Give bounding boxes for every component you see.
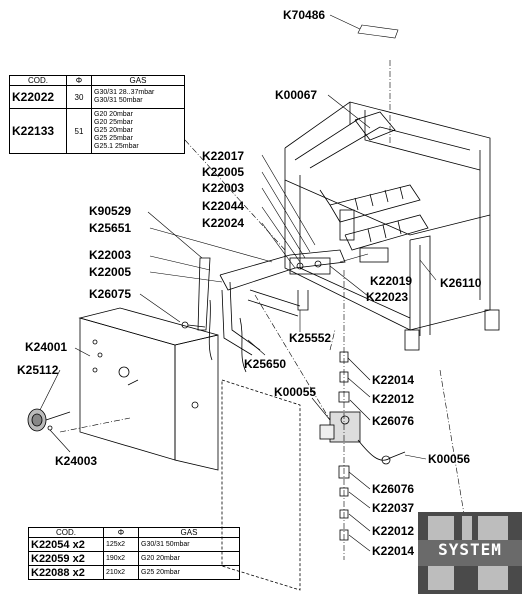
logo-band — [418, 540, 522, 566]
row-phi: 30 — [66, 85, 92, 109]
callout-k26110: K26110 — [440, 276, 482, 290]
callout-k26075: K26075 — [89, 287, 132, 301]
callout-k25112: K25112 — [17, 363, 59, 377]
logo-block — [428, 564, 454, 590]
callout-k22019: K22019 — [370, 274, 413, 288]
header-code: COD. — [9, 75, 67, 86]
gas-line: G30/31 50mbar — [94, 97, 143, 104]
gas-line: G25 25mbar — [94, 135, 133, 142]
row-code: K22059 x2 — [28, 551, 104, 566]
header-phi: Φ — [66, 75, 92, 86]
header-gas: GAS — [91, 75, 185, 86]
system-logo — [418, 512, 522, 594]
cabinet-frame — [284, 101, 500, 351]
table-header-row: COD. Φ GAS — [9, 75, 185, 86]
callout-k22044: K22044 — [202, 199, 245, 213]
logo-block — [428, 516, 454, 544]
burner-tubes — [319, 111, 429, 263]
callout-k26076-bottom: K26076 — [372, 482, 415, 496]
gas-line: G25.1 25mbar — [94, 143, 139, 150]
row-code: K22054 x2 — [28, 537, 104, 552]
table-row: K22059 x2 190x2 G20 20mbar — [28, 551, 240, 566]
callout-k22017: K22017 — [202, 149, 245, 163]
row-code: K22088 x2 — [28, 565, 104, 580]
callout-k22005-top: K22005 — [202, 165, 245, 179]
thermocouple-leads — [181, 257, 247, 373]
injector-code-table: COD. Φ GAS K22054 x2 125x2 G30/31 50mbar… — [28, 527, 240, 580]
gas-manifold — [219, 249, 346, 356]
callout-k22014-top: K22014 — [372, 373, 415, 387]
callout-k22023: K22023 — [366, 290, 409, 304]
row-phi: 210x2 — [103, 565, 139, 580]
callout-k22012-top: K22012 — [372, 392, 415, 406]
row-gas: G20 20mbar G20 25mbar G25 20mbar G25 25m… — [91, 108, 185, 154]
table-row: K22022 30 G30/31 28..37mbar G30/31 50mba… — [9, 85, 185, 109]
logo-block — [478, 516, 508, 544]
callout-k25650: K25650 — [244, 357, 287, 371]
control-knob — [27, 408, 71, 432]
callout-k22037: K22037 — [372, 501, 415, 515]
callout-k22003-top: K22003 — [202, 181, 245, 195]
row-phi: 51 — [66, 108, 92, 154]
row-phi: 125x2 — [103, 537, 139, 552]
row-gas: G20 20mbar — [138, 551, 240, 566]
table-header-row: COD. Φ GAS — [28, 527, 240, 538]
table-row: K22054 x2 125x2 G30/31 50mbar — [28, 537, 240, 552]
header-code: COD. — [28, 527, 104, 538]
callout-k00067: K00067 — [275, 88, 318, 102]
row-phi: 190x2 — [103, 551, 139, 566]
row-gas: G30/31 50mbar — [138, 537, 240, 552]
callout-k24003: K24003 — [55, 454, 98, 468]
callout-k22012-bottom: K22012 — [372, 524, 415, 538]
callout-k22005-left: K22005 — [89, 265, 132, 279]
table-row: K22088 x2 210x2 G25 20mbar — [28, 565, 240, 580]
leader-lines — [39, 14, 437, 552]
callout-k25651: K25651 — [89, 221, 132, 235]
callout-k70486: K70486 — [283, 8, 326, 22]
header-gas: GAS — [138, 527, 240, 538]
row-gas: G30/31 28..37mbar G30/31 50mbar — [91, 85, 185, 109]
gas-line: G20 25mbar — [94, 119, 133, 126]
callout-k22014-bottom: K22014 — [372, 544, 415, 558]
table-row: K22133 51 G20 20mbar G20 25mbar G25 20mb… — [9, 108, 185, 154]
row-gas: G25 20mbar — [138, 565, 240, 580]
callout-k24001: K24001 — [25, 340, 68, 354]
gas-valve — [319, 411, 406, 465]
callout-k22003-left: K22003 — [89, 248, 132, 262]
header-phi: Φ — [103, 527, 139, 538]
callout-k00056: K00056 — [428, 452, 471, 466]
callout-k25552: K25552 — [289, 331, 332, 345]
gas-line: G25 20mbar — [94, 127, 133, 134]
burner-code-table: COD. Φ GAS K22022 30 G30/31 28..37mbar G… — [9, 75, 185, 154]
row-code: K22022 — [9, 85, 67, 109]
control-panel — [78, 307, 219, 471]
callout-k90529: K90529 — [89, 204, 132, 218]
logo-block — [478, 564, 508, 590]
gas-line: G30/31 28..37mbar — [94, 89, 155, 96]
gas-line: G20 20mbar — [94, 111, 133, 118]
callout-k22024: K22024 — [202, 216, 245, 230]
callout-k26076-top: K26076 — [372, 414, 415, 428]
callout-k00055: K00055 — [274, 385, 317, 399]
logo-block — [462, 516, 472, 544]
row-code: K22133 — [9, 108, 67, 154]
front-door — [221, 379, 301, 591]
logo-text: SYSTEM — [438, 540, 502, 559]
